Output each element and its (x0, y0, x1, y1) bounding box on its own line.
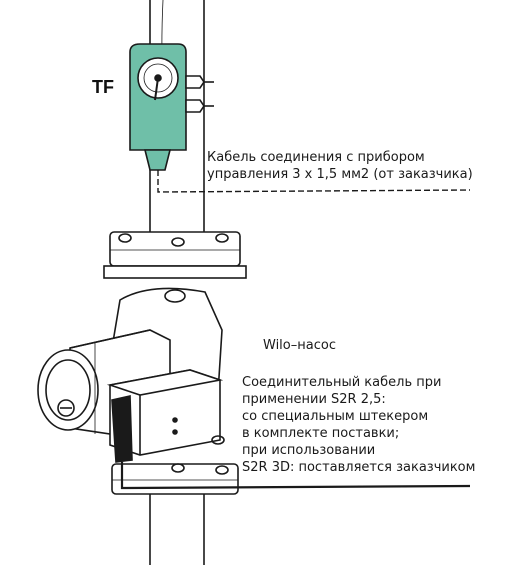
connection-cable-label-line: в комплекте поставки; (242, 426, 400, 441)
connection-cable-label: Соединительный кабель при применении S2R… (242, 374, 475, 476)
connection-cable (120, 462, 471, 490)
upper-flange (103, 231, 247, 279)
connection-cable-label-line: при использовании (242, 443, 376, 458)
thermostat-tf (129, 43, 214, 171)
pump-label: Wilo–насос (263, 338, 336, 353)
connection-cable-label-line: со специальным штекером (242, 409, 429, 424)
control-cable (157, 170, 471, 193)
control-cable-label: Кабель соединения с прибором управления … (207, 149, 473, 183)
control-cable-label-line: Кабель соединения с прибором (207, 150, 425, 165)
lower-pipe (149, 494, 205, 565)
connection-cable-label-line: применении S2R 2,5: (242, 392, 386, 407)
tf-label: TF (92, 77, 114, 97)
control-cable-label-line: управления 3 х 1,5 мм2 (от заказчика) (207, 167, 473, 182)
connection-cable-label-line: S2R 3D: поставляется заказчиком (242, 460, 476, 475)
terminal-box (106, 369, 224, 463)
connection-cable-label-line: Соединительный кабель при (242, 375, 442, 390)
